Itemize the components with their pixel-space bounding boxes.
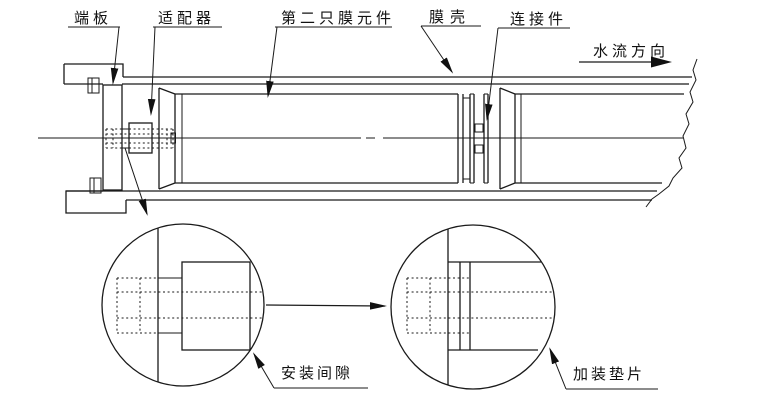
connector-plate-caps	[470, 93, 488, 184]
second-membrane-element-callout: 第二只膜元件	[266, 9, 395, 98]
second-membrane-element-label: 第二只膜元件	[281, 9, 395, 27]
connector-label: 连接件	[510, 11, 567, 28]
membrane-housing-label: 膜壳	[429, 9, 471, 26]
adapter-callout: 适配器	[147, 10, 222, 116]
end-plate-clip-bottom	[89, 177, 102, 194]
detail-right-hidden-lines	[406, 277, 552, 334]
shell-end-bracket-top	[64, 63, 124, 77]
element-end-nub-lines	[463, 97, 470, 180]
water-flow-direction-label: 水流方向	[593, 43, 669, 60]
membrane-housing-callout: 膜壳	[420, 9, 481, 74]
installation-gap-callout: 安装间隙	[252, 352, 368, 389]
detail-circle-left-outline	[101, 223, 265, 387]
membrane-housing-shell	[63, 58, 698, 214]
end-plate-leader-arrow	[110, 26, 120, 85]
before-after-arrow	[265, 302, 387, 310]
detail-left-adapter-neck	[158, 277, 182, 334]
main-assembly-view	[38, 58, 698, 214]
added-shim-label: 加装垫片	[573, 366, 645, 383]
callout-labels: 端板 适配器 第二只膜元件 膜壳 连接件 水流方向	[68, 9, 672, 121]
adapter-hidden-tube-lines	[106, 128, 173, 149]
next-element-body	[515, 93, 684, 184]
adapter-label: 适配器	[158, 10, 215, 27]
end-plate-clip-top	[87, 77, 100, 94]
detail-right-shim-plates	[459, 262, 471, 350]
connector-callout: 连接件	[485, 11, 570, 121]
detail-right-hub-edges	[448, 261, 541, 351]
detail-circle-right	[390, 224, 556, 390]
added-shim-callout: 加装垫片	[549, 347, 658, 390]
second-membrane-element-leader-arrow	[266, 26, 278, 98]
detail-left-hidden-lines	[116, 277, 262, 334]
adapter-leader-arrow	[147, 26, 156, 116]
installation-gap-leader-arrow	[252, 352, 275, 389]
end-plate-label: 端板	[74, 9, 112, 27]
end-plate-callout: 端板	[68, 9, 120, 85]
connector-nub-bottom	[474, 144, 484, 154]
detail-left-adapter-hub	[181, 261, 251, 351]
detail-reference-arrow	[124, 147, 148, 216]
shell-end-bracket-bottom	[65, 190, 127, 214]
water-flow-direction-indicator: 水流方向	[579, 43, 672, 68]
detail-circle-left	[101, 223, 265, 387]
detail-circle-right-outline	[390, 224, 556, 390]
connector-nub-top	[474, 123, 484, 133]
break-line	[645, 58, 698, 208]
installation-gap-label: 安装间隙	[281, 365, 353, 382]
added-shim-leader-arrow	[549, 347, 567, 390]
membrane-housing-leader-arrow	[420, 25, 454, 74]
end-plate	[87, 77, 123, 194]
element-body	[175, 93, 458, 184]
connector-leader-arrow	[485, 27, 499, 121]
